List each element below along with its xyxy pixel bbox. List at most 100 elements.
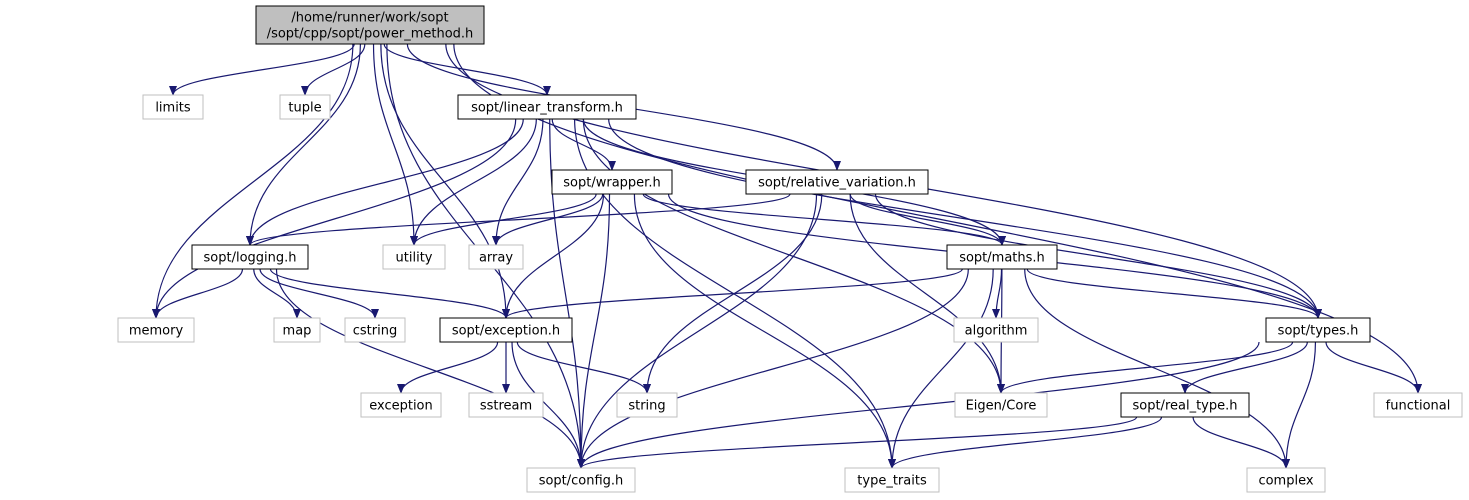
- node-label: algorithm: [965, 324, 1028, 339]
- node-label: type_traits: [857, 474, 927, 489]
- edge-power_method-to-linear_transform: [383, 43, 551, 96]
- node-label: sopt/exception.h: [452, 324, 560, 339]
- node-label: /home/runner/work/sopt: [291, 11, 448, 26]
- node-box: [191, 244, 309, 270]
- edge-types-to-real_type: [1181, 341, 1308, 394]
- node-utility: utility: [382, 244, 446, 270]
- node-box: [1373, 392, 1463, 418]
- edge-linear_transform-to-config: [549, 118, 585, 469]
- edge-exception_h-to-string: [516, 341, 651, 394]
- edge-power_method-to-memory: [152, 43, 354, 319]
- node-label: functional: [1386, 399, 1451, 414]
- node-wrapper[interactable]: sopt/wrapper.h: [551, 169, 673, 195]
- node-label: exception: [369, 399, 433, 414]
- node-box: [273, 317, 321, 343]
- edge-maths-to-complex: [1024, 268, 1290, 469]
- nodes-layer: /home/runner/work/sopt/sopt/cpp/sopt/pow…: [117, 5, 1463, 493]
- edge-power_method-to-limits: [169, 43, 355, 96]
- edge-maths-to-types: [1026, 268, 1322, 319]
- edge-wrapper-to-utility: [410, 193, 597, 246]
- node-box: [526, 467, 636, 493]
- node-box: [954, 392, 1048, 418]
- node-label: sopt/real_type.h: [1132, 399, 1237, 414]
- node-linear-transform[interactable]: sopt/linear_transform.h: [457, 94, 637, 120]
- node-box: [551, 169, 673, 195]
- edge-wrapper-to-array: [492, 193, 604, 246]
- node-label: sopt/config.h: [539, 474, 624, 489]
- node-box: [439, 317, 573, 343]
- edge-linear_transform-to-utility: [410, 118, 537, 246]
- node-box: [117, 317, 195, 343]
- edge-relative_variation-to-config: [577, 193, 818, 469]
- edge-types-to-eigen_core: [997, 341, 1294, 394]
- node-box: [344, 317, 406, 343]
- edge-types-to-config: [577, 341, 1260, 469]
- node-box: [279, 94, 331, 120]
- edge-maths-to-exception_h: [502, 268, 963, 319]
- node-maths[interactable]: sopt/maths.h: [946, 244, 1058, 270]
- node-box: [468, 392, 544, 418]
- node-label: sopt/relative_variation.h: [758, 176, 916, 191]
- node-array: array: [468, 244, 524, 270]
- node-label: sopt/wrapper.h: [563, 176, 660, 191]
- node-types[interactable]: sopt/types.h: [1265, 317, 1371, 343]
- edge-linear_transform-to-types: [608, 118, 1322, 319]
- edge-logging-to-config: [275, 268, 585, 469]
- node-box: [360, 392, 442, 418]
- node-label: array: [479, 251, 513, 266]
- node-label: Eigen/Core: [966, 399, 1037, 414]
- node-power-method[interactable]: /home/runner/work/sopt/sopt/cpp/sopt/pow…: [255, 5, 485, 45]
- edge-logging-to-exception_h: [269, 268, 510, 319]
- node-label: sopt/maths.h: [959, 251, 1045, 266]
- edge-types-to-complex: [1282, 341, 1317, 469]
- node-functional: functional: [1373, 392, 1463, 418]
- edge-exception_h-to-config: [511, 341, 585, 469]
- edge-power_method-to-tuple: [301, 43, 366, 96]
- edge-linear_transform-to-wrapper: [551, 118, 616, 171]
- node-config: sopt/config.h: [526, 467, 636, 493]
- node-limits: limits: [142, 94, 204, 120]
- edge-linear_transform-to-eigen_core: [582, 118, 1005, 394]
- edge-types-to-functional: [1325, 341, 1422, 394]
- node-complex: complex: [1246, 467, 1326, 493]
- edge-logging-to-map: [253, 268, 301, 319]
- node-exception-h[interactable]: sopt/exception.h: [439, 317, 573, 343]
- edge-relative_variation-to-maths: [849, 193, 1006, 246]
- node-algorithm: algorithm: [953, 317, 1039, 343]
- edge-linear_transform-to-array: [492, 118, 544, 246]
- node-label: utility: [396, 251, 433, 266]
- node-logging[interactable]: sopt/logging.h: [191, 244, 309, 270]
- node-label: memory: [129, 324, 184, 339]
- node-box: [946, 244, 1058, 270]
- node-exception: exception: [360, 392, 442, 418]
- node-type-traits: type_traits: [844, 467, 940, 493]
- node-relative-variation[interactable]: sopt/relative_variation.h: [745, 169, 929, 195]
- edge-logging-to-memory: [152, 268, 244, 319]
- node-sstream: sstream: [468, 392, 544, 418]
- node-box: [255, 5, 485, 45]
- node-label: sstream: [480, 399, 532, 414]
- edge-linear_transform-to-memory: [152, 118, 517, 319]
- edge-logging-to-cstring: [259, 268, 379, 319]
- node-box: [953, 317, 1039, 343]
- node-box: [616, 392, 678, 418]
- edge-wrapper-to-config: [577, 193, 611, 469]
- node-string: string: [616, 392, 678, 418]
- node-box: [382, 244, 446, 270]
- edge-real_type-to-config: [577, 416, 1138, 469]
- node-label: map: [283, 324, 312, 339]
- edges-layer: [152, 43, 1422, 469]
- edge-power_method-to-exception_h: [380, 43, 510, 319]
- node-label: sopt/logging.h: [204, 251, 297, 266]
- edge-wrapper-to-type_traits: [633, 193, 896, 469]
- edge-real_type-to-complex: [1192, 416, 1290, 469]
- edge-real_type-to-type_traits: [888, 416, 1163, 469]
- node-memory: memory: [117, 317, 195, 343]
- node-box: [1120, 392, 1250, 418]
- node-box: [745, 169, 929, 195]
- node-real-type[interactable]: sopt/real_type.h: [1120, 392, 1250, 418]
- edge-power_method-to-logging: [246, 43, 361, 246]
- node-box: [468, 244, 524, 270]
- edge-maths-to-type_traits: [888, 268, 994, 469]
